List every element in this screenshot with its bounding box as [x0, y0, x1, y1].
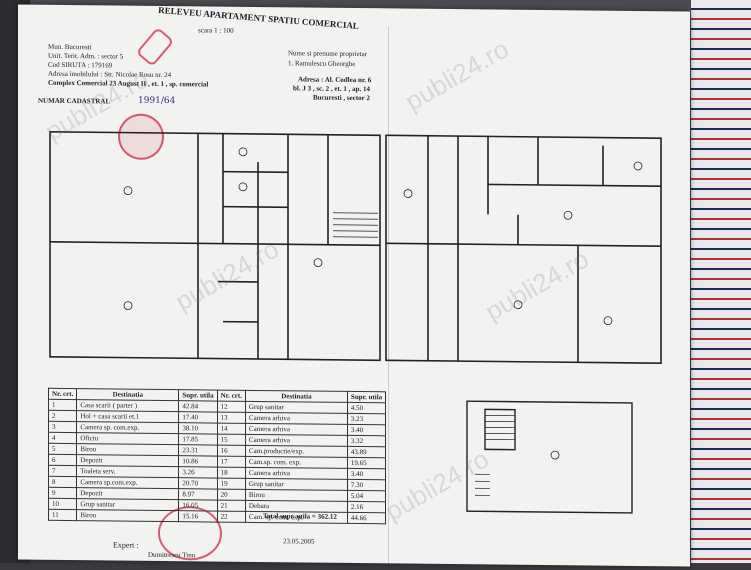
- table-cell: Birou: [77, 510, 179, 522]
- table-cell: 10: [49, 498, 77, 509]
- table-cell: Camera arhiva: [245, 423, 347, 435]
- owner-address-1: Adresa : Al. Codlea nr. 6: [298, 75, 371, 84]
- cadastral-number: 1991/64: [138, 96, 175, 106]
- col-header: Nr. crt.: [217, 390, 245, 401]
- owner-address-2: bl. J 3 , sc. 2 , et. 1 , ap. 14: [293, 84, 370, 93]
- table-cell: 10.86: [179, 456, 217, 467]
- table-cell: 17.85: [179, 434, 217, 445]
- tablecloth-background: [691, 0, 751, 563]
- table-cell: Debara: [245, 500, 347, 512]
- table-cell: 8: [49, 476, 77, 487]
- building-address: Adresa imobilului : Str. Nicolae Rosu nr…: [48, 70, 171, 79]
- table-cell: 23.31: [179, 445, 217, 456]
- col-header: Nr. crt.: [49, 388, 77, 399]
- document-date: 23.05.2005: [283, 537, 315, 545]
- table-cell: Camera sp. com.exp.: [77, 422, 179, 434]
- table-cell: 16.05: [179, 500, 217, 511]
- document-title: RELEVEU APARTAMENT SPATIU COMERCIAL: [158, 5, 359, 31]
- table-cell: 14: [217, 423, 245, 434]
- signature-stamp: [136, 27, 175, 67]
- table-cell: 7.30: [347, 479, 385, 490]
- table-cell: 5: [49, 443, 77, 454]
- table-cell: 19: [217, 478, 245, 489]
- table-cell: 13: [217, 412, 245, 423]
- total-surface: Total supr. utila = 362.12: [263, 512, 337, 521]
- table-cell: 43.89: [347, 446, 385, 457]
- table-cell: Camera arhiva: [245, 412, 347, 424]
- table-cell: 7: [49, 465, 77, 476]
- col-header: Supr. utila: [179, 390, 217, 401]
- table-cell: 19.65: [347, 457, 385, 468]
- table-cell: 16: [217, 445, 245, 456]
- table-cell: Casa scarii ( parter ): [77, 400, 179, 412]
- owner-address-3: Bucuresti , sector 2: [313, 94, 370, 103]
- table-cell: Grup sanitar: [245, 401, 347, 413]
- table-cell: Depozit: [77, 455, 179, 467]
- table-cell: Grup sanitar: [77, 499, 179, 511]
- table-cell: 12: [217, 401, 245, 412]
- table-cell: 4.50: [347, 402, 385, 413]
- table-cell: Toaleta serv.: [77, 466, 179, 478]
- table-cell: 20.70: [179, 478, 217, 489]
- table-cell: 8.97: [179, 489, 217, 500]
- table-cell: 9: [49, 487, 77, 498]
- table-cell: 3.40: [347, 424, 385, 435]
- table-cell: 17: [217, 456, 245, 467]
- col-header: Supr. utila: [347, 391, 385, 402]
- table-cell: 18: [217, 467, 245, 478]
- table-cell: 15: [217, 434, 245, 445]
- table-cell: Cam.sp. com. exp.: [245, 456, 347, 468]
- table-cell: Cam.productie/exp.: [245, 445, 347, 457]
- table-cell: Birou: [77, 444, 179, 456]
- owner-name: 1. Ramulescu Gheorghe: [288, 59, 355, 68]
- table-cell: 3.23: [347, 413, 385, 424]
- table-cell: Hol + casa scarii et.1: [77, 411, 179, 423]
- surface-table: Nr. crt. Destinatia Supr. utila Nr. crt.…: [48, 388, 386, 525]
- table-cell: 1: [49, 399, 77, 410]
- table-cell: 3.26: [179, 467, 217, 478]
- scale-label: scara 1 : 100: [198, 26, 234, 34]
- table-cell: 21: [217, 500, 245, 511]
- table-cell: Grup sanitar: [245, 478, 347, 490]
- table-cell: 11: [49, 509, 77, 520]
- table-cell: 22: [217, 511, 245, 522]
- table-cell: Camera arhiva: [245, 467, 347, 479]
- table-cell: Depozit: [77, 488, 179, 500]
- owner-label: Nume si prenume proprietar: [288, 49, 367, 58]
- table-cell: 15.16: [179, 511, 217, 522]
- table-cell: Camera sp.com.exp.: [77, 477, 179, 489]
- table-cell: 2.16: [347, 501, 385, 512]
- plan-left-outline: [50, 132, 380, 360]
- expert-label: Expert :: [113, 540, 139, 549]
- table-cell: Oficiu: [77, 433, 179, 445]
- table-cell: 42.84: [179, 401, 217, 412]
- table-cell: 2: [49, 410, 77, 421]
- stair-detail-plan: [465, 399, 635, 516]
- table-cell: Birou: [245, 489, 347, 501]
- siruta-code: Cod SIRUTA : 179169: [48, 61, 112, 70]
- table-cell: 6: [49, 454, 77, 465]
- table-cell: 3.40: [347, 468, 385, 479]
- table-cell: 38.10: [179, 423, 217, 434]
- table-cell: 3: [49, 421, 77, 432]
- table-cell: 3.32: [347, 435, 385, 446]
- table-cell: 20: [217, 489, 245, 500]
- table-cell: Camera arhiva: [245, 434, 347, 446]
- municipality: Mun. Bucuresti: [48, 43, 92, 51]
- table-cell: 17.40: [179, 412, 217, 423]
- table-cell: 4: [49, 432, 77, 443]
- expert-name: Dumitrescu Tinu: [148, 551, 195, 559]
- table-cell: 44.66: [347, 512, 385, 523]
- territorial-unit: Unit. Terit. Adm. : sector 5: [48, 52, 123, 61]
